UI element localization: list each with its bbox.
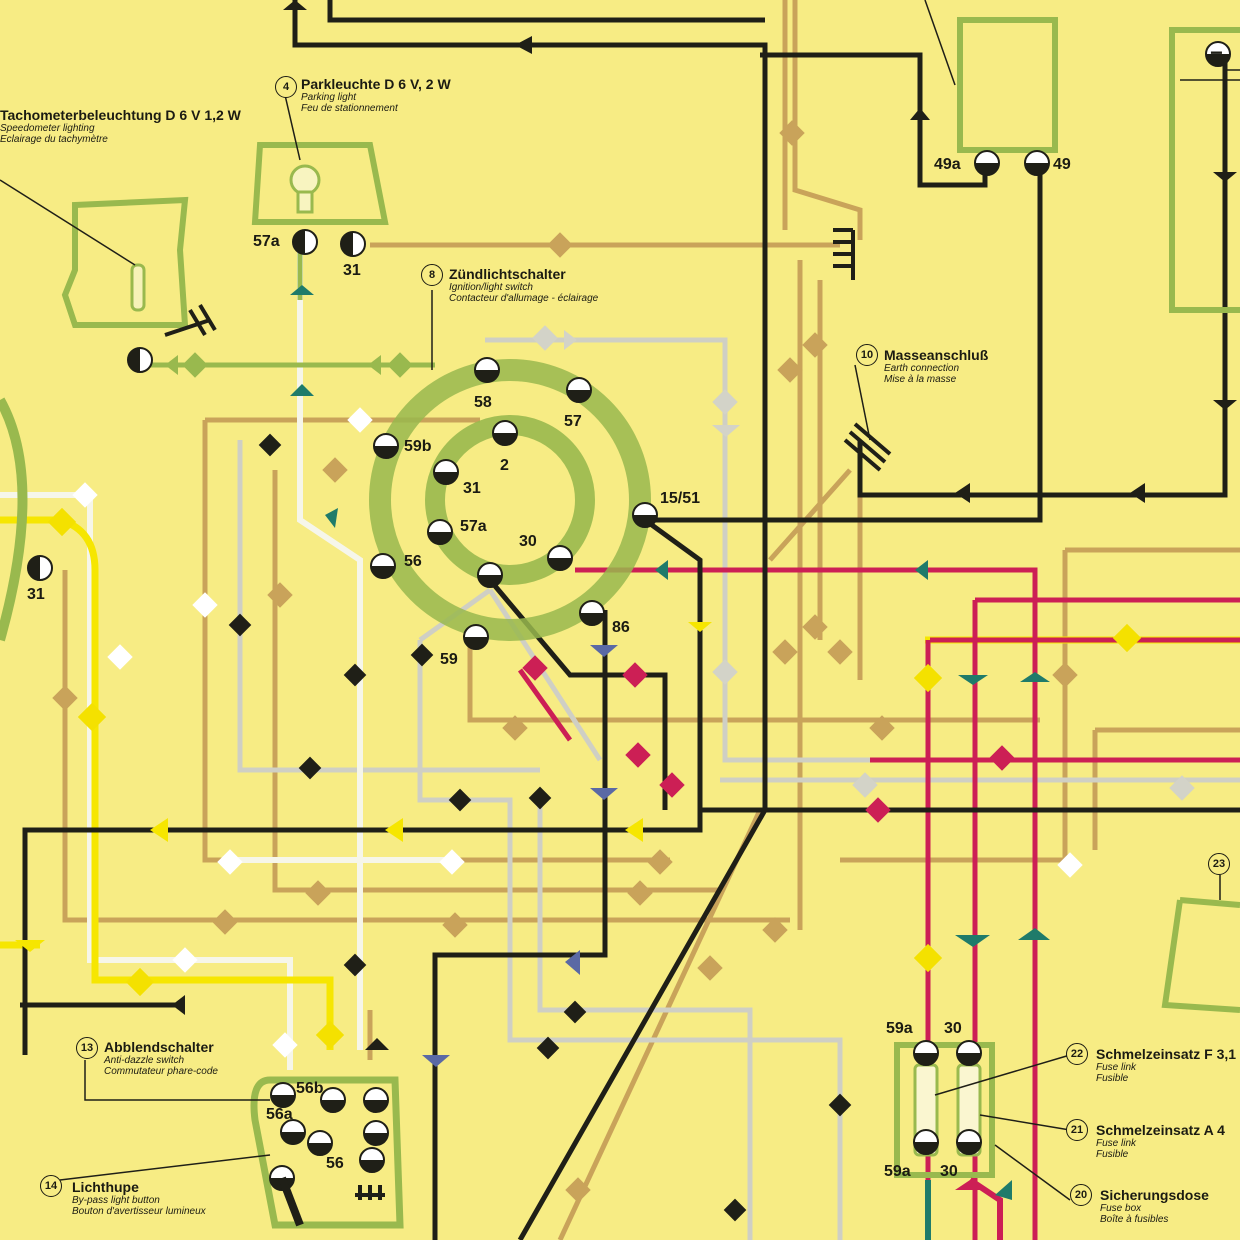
fuse-box-housing [894, 1042, 995, 1178]
fuse-box-fr: Boîte à fusibles [1100, 1214, 1169, 1226]
terminal-label-59: 59 [440, 651, 458, 668]
fuse-terminal-label-30-top: 30 [944, 1020, 962, 1037]
terminal-label-31-park: 31 [343, 262, 361, 279]
fuse-terminal-label-59a-bottom: 59a [884, 1163, 911, 1180]
earth-connection-number: 10 [856, 344, 878, 366]
fuse-box-feed-wires [925, 1177, 1003, 1240]
component-23-number: 23 [1208, 853, 1230, 875]
ignition-switch-label: Zündlichtschalter Ignition/light switch … [449, 266, 599, 305]
speedo-light-box [61, 196, 189, 328]
terminal-label-57: 57 [564, 413, 582, 430]
speedo-bulb-icon [130, 263, 146, 312]
earth-icon [164, 228, 892, 1200]
dip-switch-number: 13 [76, 1037, 98, 1059]
flasher-button-title: Lichthupe [72, 1179, 139, 1195]
flasher-button-fr: Bouton d'avertisseur lumineux [72, 1206, 206, 1218]
flasher-button-label: Lichthupe By-pass light button Bouton d'… [72, 1179, 206, 1218]
fuse-box-title: Sicherungsdose [1100, 1187, 1209, 1203]
fuse-terminal-label-59a-top: 59a [886, 1020, 913, 1037]
terminal-label-86: 86 [612, 619, 630, 636]
fuse-box-label: Sicherungsdose Fuse box Boîte à fusibles [1100, 1187, 1209, 1226]
parking-bulb-icon [289, 164, 321, 214]
dip-switch-title: Abblendschalter [104, 1039, 214, 1055]
parking-light-fr: Feu de stationnement [301, 103, 398, 115]
terminal-label-2: 2 [500, 457, 509, 474]
terminal-label-56-switch: 56 [326, 1155, 344, 1172]
component-right-box [1169, 27, 1240, 313]
terminal-label-49a: 49a [934, 156, 961, 173]
earth-connection-en: Earth connection [884, 363, 960, 375]
earth-connection-fr: Mise à la masse [884, 374, 957, 386]
parking-light-box [251, 142, 389, 225]
fuse-a4-number: 21 [1066, 1119, 1088, 1141]
parking-light-title: Parkleuchte D 6 V, 2 W [301, 76, 451, 92]
terminal-label-15-51: 15/51 [660, 490, 701, 507]
speedometer-light-label: Tachometerbeleuchtung D 6 V 1,2 W Speedo… [0, 107, 241, 146]
left-gauge-ring [0, 397, 28, 642]
leader-lines [0, 0, 1240, 1201]
white-wires [0, 240, 460, 1070]
fuse-a4-fr: Fusible [1096, 1149, 1129, 1161]
flasher-button-en: By-pass light button [72, 1195, 160, 1207]
fuse-f31-label: Schmelzeinsatz F 3,1 Fuse link Fusible [1096, 1046, 1237, 1085]
direction-arrows-green [165, 355, 381, 375]
ignition-switch-title: Zündlichtschalter [449, 266, 566, 282]
fuse-a4-en: Fuse link [1096, 1138, 1137, 1150]
flasher-button-stem [278, 1176, 304, 1227]
ignition-switch-number: 8 [421, 264, 443, 286]
direction-arrows-grey [564, 330, 740, 437]
wire-markers-red [522, 655, 1015, 823]
ignition-switch-en: Ignition/light switch [449, 282, 533, 294]
terminal-connectors [27, 41, 1231, 1191]
fuse-f31-en: Fuse link [1096, 1062, 1137, 1074]
direction-arrows-blue [422, 645, 618, 1067]
earth-connection-title: Masseanschluß [884, 347, 989, 363]
terminal-label-56: 56 [404, 553, 422, 570]
parking-light-en: Parking light [301, 92, 357, 104]
flasher-button-number: 14 [40, 1175, 62, 1197]
fuse-box-en: Fuse box [1100, 1203, 1142, 1215]
ignition-switch-rings [369, 359, 651, 641]
fuse-f31-title: Schmelzeinsatz F 3,1 [1096, 1046, 1237, 1062]
component-49-box [957, 17, 1058, 153]
dip-switch-label: Abblendschalter Anti-dazzle switch Commu… [104, 1039, 218, 1078]
fuse-f31-fr: Fusible [1096, 1073, 1129, 1085]
speedometer-light-fr: Eclairage du tachymètre [0, 134, 108, 146]
terminal-label-57a: 57a [460, 518, 487, 535]
dip-switch-en: Anti-dazzle switch [104, 1055, 185, 1067]
terminal-label-56a: 56a [266, 1106, 293, 1123]
fuse-box-number: 20 [1070, 1184, 1092, 1206]
dip-switch-housing [250, 1076, 404, 1229]
ignition-switch-fr: Contacteur d'allumage - éclairage [449, 293, 599, 305]
terminal-label-30: 30 [519, 533, 537, 550]
terminal-label-49: 49 [1053, 156, 1071, 173]
terminal-label-59b: 59b [404, 438, 432, 455]
fuse-f31-number: 22 [1066, 1043, 1088, 1065]
fuse-box-red-arrows [955, 1180, 1012, 1200]
direction-arrows-black [172, 0, 1237, 1050]
green-wires [150, 240, 435, 368]
terminal-label-31-left: 31 [27, 586, 45, 603]
minus-symbol: − [1210, 40, 1223, 65]
component-23-box [1161, 897, 1240, 1013]
terminal-label-58: 58 [474, 394, 492, 411]
speedometer-light-title: Tachometerbeleuchtung D 6 V 1,2 W [0, 107, 241, 123]
terminal-label-31: 31 [463, 480, 481, 497]
speedometer-light-en: Speedometer lighting [0, 123, 95, 135]
fuse-a4-label: Schmelzeinsatz A 4 Fuse link Fusible [1096, 1122, 1225, 1161]
fuse-a4-title: Schmelzeinsatz A 4 [1096, 1122, 1225, 1138]
terminal-label-57a-park: 57a [253, 233, 280, 250]
earth-connection-label: Masseanschluß Earth connection Mise à la… [884, 347, 989, 386]
parking-light-label: Parkleuchte D 6 V, 2 W Parking light Feu… [301, 76, 451, 115]
terminal-label-56b: 56b [296, 1080, 324, 1097]
parking-light-number: 4 [275, 76, 297, 98]
grey-wires [237, 337, 1240, 1240]
fuse-terminal-label-30-bottom: 30 [940, 1163, 958, 1180]
dip-switch-fr: Commutateur phare-code [104, 1066, 218, 1078]
direction-arrows-yellow [15, 622, 712, 952]
direction-arrows-teal [290, 285, 1050, 947]
